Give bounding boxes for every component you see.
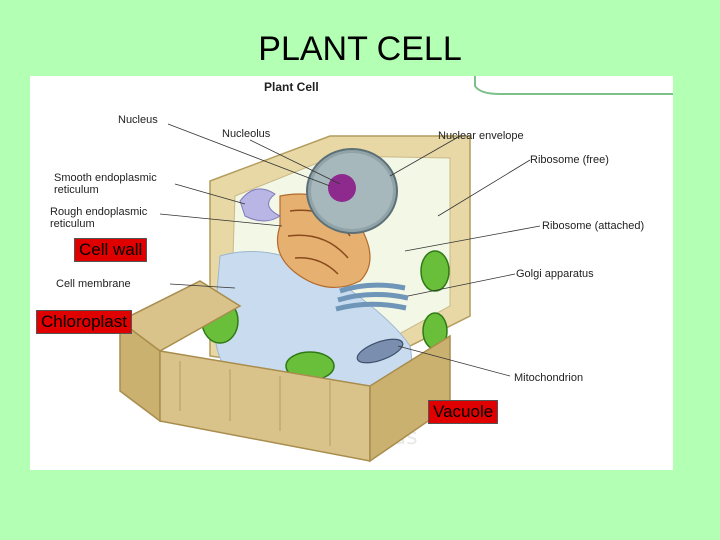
slide-title: PLANT CELL <box>258 30 462 68</box>
golgi-apparatus <box>335 282 409 312</box>
leader-lines <box>159 123 541 377</box>
label-nucleus: Nucleus <box>118 114 158 126</box>
plant-cell-illustration: Nucleus <box>118 76 673 463</box>
callout-chloroplast: Chloroplast <box>36 310 132 334</box>
label-nucleolus: Nucleolus <box>222 128 271 140</box>
figure-heading: Plant Cell <box>264 80 319 94</box>
nucleolus <box>328 174 356 202</box>
label-smooth-er: Smooth endoplasmic reticulum <box>54 172 157 196</box>
label-ribosome-attached: Ribosome (attached) <box>542 220 645 232</box>
label-nuclear-envelope: Nuclear envelope <box>438 130 524 142</box>
callout-cell-wall: Cell wall <box>74 238 148 262</box>
label-mitochondrion: Mitochondrion <box>514 372 584 384</box>
label-golgi-apparatus: Golgi apparatus <box>516 268 594 280</box>
label-cell-membrane: Cell membrane <box>56 278 131 290</box>
callout-vacuole: Vacuole <box>428 400 499 424</box>
chloroplast <box>420 250 450 292</box>
plant-cell-figure: Nucleus <box>30 76 673 470</box>
label-rough-er: Rough endoplasmic reticulum <box>50 206 148 230</box>
mitochondrion <box>356 338 404 364</box>
label-ribosome-free: Ribosome (free) <box>530 154 609 166</box>
smooth-er <box>239 188 281 222</box>
